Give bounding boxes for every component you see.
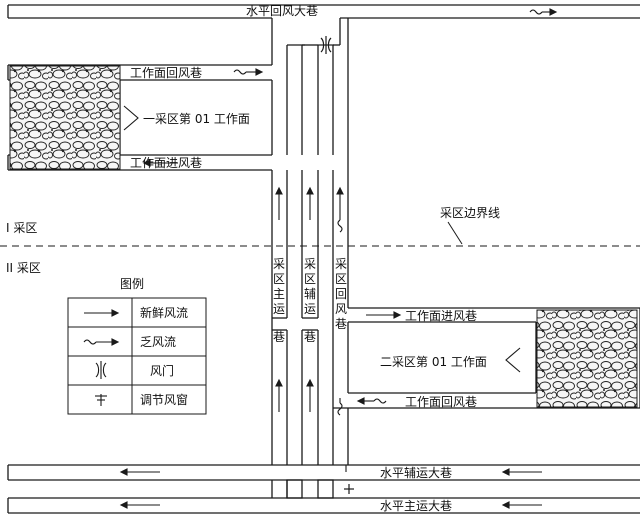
aux-haulage-label: 水平辅运大巷 [380, 466, 452, 480]
regulator-window-icon [344, 484, 354, 494]
district1-zone-label: I 采区 [6, 221, 37, 235]
boundary-leader-line [447, 221, 463, 245]
fresh-airflow-arrow [142, 159, 178, 167]
return-air-shaft-label: 采 区 回 风 巷 [335, 257, 347, 331]
legend: 图例 新鲜风流 乏风流 风门 调节风窗 [67, 277, 207, 415]
district1-intake-label: 工作面进风巷 [130, 156, 202, 170]
workface1-marker [123, 105, 139, 131]
legend-fresh-airflow-icon [84, 309, 120, 317]
goaf-district1 [9, 65, 121, 170]
district1-return-label: 工作面回风巷 [130, 66, 202, 80]
goaf-district2 [536, 309, 638, 408]
legend-regulator-window-icon [95, 394, 107, 406]
district2-zone-label: II 采区 [6, 261, 41, 275]
legend-air-door-icon [95, 361, 107, 379]
stale-airflow-arrow [529, 8, 558, 16]
fresh-airflow-arrow [275, 378, 283, 412]
svg-text:运: 运 [304, 302, 316, 316]
stale-airflow-arrow [233, 68, 264, 76]
legend-label-regulator: 调节风窗 [140, 393, 188, 407]
fresh-airflow-arrow [119, 468, 160, 476]
air-door-icon [318, 36, 334, 54]
fresh-airflow-arrow [275, 186, 283, 220]
svg-text:巷: 巷 [273, 330, 285, 344]
boundary-label: 采区边界线 [440, 206, 500, 220]
return-main-label: 水平回风大巷 [246, 4, 318, 18]
legend-label-stale: 乏风流 [140, 335, 176, 349]
svg-text:区: 区 [335, 272, 347, 286]
svg-text:运: 运 [273, 302, 285, 316]
svg-text:采: 采 [304, 257, 316, 271]
svg-text:回: 回 [335, 287, 347, 301]
workface2-label: 二采区第 01 工作面 [380, 355, 487, 369]
svg-text:区: 区 [273, 272, 285, 286]
legend-title: 图例 [120, 277, 144, 291]
fresh-airflow-arrow [501, 501, 542, 509]
main-haulage-shaft-label: 采 区 主 运 巷 [273, 257, 285, 344]
aux-haulage-shaft-label: 采 区 辅 运 巷 [304, 257, 316, 344]
fresh-airflow-arrow [366, 311, 402, 319]
legend-label-door: 风门 [150, 363, 174, 378]
workface2-marker [505, 347, 521, 373]
legend-label-fresh: 新鲜风流 [140, 305, 188, 320]
svg-text:区: 区 [304, 272, 316, 286]
district2-return-label: 工作面回风巷 [405, 395, 477, 409]
fresh-airflow-arrow [501, 468, 542, 476]
svg-text:主: 主 [273, 287, 285, 301]
fresh-airflow-arrow [306, 186, 314, 220]
svg-text:辅: 辅 [304, 287, 316, 301]
workface1-label: 一采区第 01 工作面 [143, 112, 250, 126]
fresh-airflow-arrow [119, 501, 160, 509]
svg-text:风: 风 [335, 302, 347, 316]
district2-intake-label: 工作面进风巷 [405, 309, 477, 323]
legend-stale-airflow-icon [83, 338, 120, 346]
stale-airflow-arrow [356, 397, 387, 405]
main-haulage-label: 水平主运大巷 [380, 499, 452, 513]
svg-text:采: 采 [273, 257, 285, 271]
svg-text:采: 采 [335, 257, 347, 271]
fresh-airflow-arrow [306, 378, 314, 412]
svg-text:巷: 巷 [304, 330, 316, 344]
stale-airflow-arrow [336, 186, 344, 233]
stale-airflow-arrow [337, 398, 343, 416]
svg-text:巷: 巷 [335, 317, 347, 331]
